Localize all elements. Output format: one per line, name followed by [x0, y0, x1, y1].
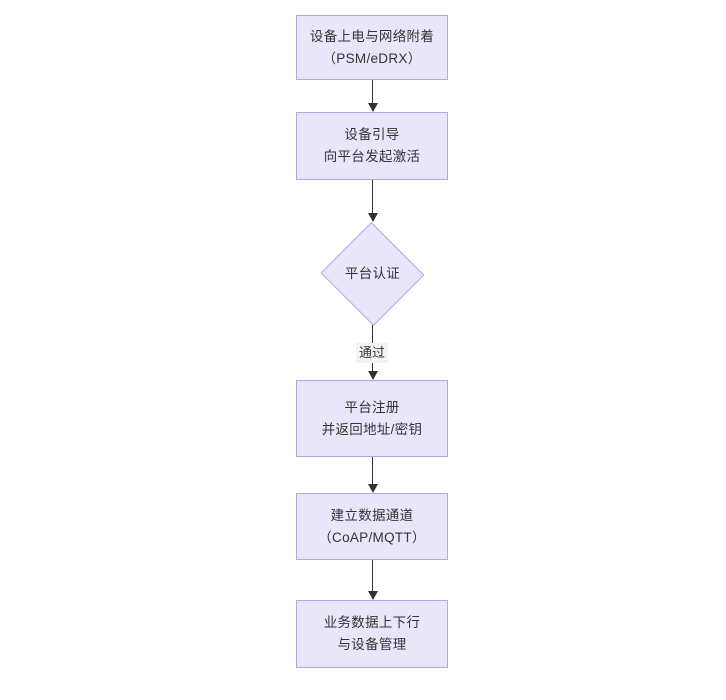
edge-line	[372, 457, 373, 484]
node-text-line: 与设备管理	[337, 637, 407, 652]
node-business-data-management[interactable]: 业务数据上下行 与设备管理	[296, 600, 448, 668]
node-platform-registration[interactable]: 平台注册 并返回地址/密钥	[296, 380, 448, 457]
arrowhead-icon	[368, 213, 378, 222]
node-text-line: 并返回地址/密钥	[321, 421, 423, 437]
node-data-channel[interactable]: 建立数据通道 （CoAP/MQTT）	[296, 493, 448, 560]
node-device-power-on[interactable]: 设备上电与网络附着 （PSM/eDRX）	[296, 15, 448, 80]
arrowhead-icon	[368, 371, 378, 380]
node-text-line: 设备上电与网络附着	[309, 28, 435, 44]
node-text-line: 建立数据通道	[330, 507, 414, 523]
node-text-line: （PSM/eDRX）	[322, 50, 422, 66]
edge-label-pass: 通过	[355, 343, 389, 363]
node-platform-authentication[interactable]: 平台认证	[320, 221, 425, 326]
edge-n4-n5	[368, 457, 378, 493]
arrowhead-icon	[368, 591, 378, 600]
edge-n5-n6	[368, 560, 378, 600]
node-text-line: 平台认证	[344, 265, 401, 281]
node-text-line: （CoAP/MQTT）	[318, 529, 426, 545]
edge-line	[372, 80, 373, 103]
edge-line	[372, 560, 373, 591]
node-text-line: 设备引导	[344, 127, 400, 142]
node-device-bootstrap[interactable]: 设备引导 向平台发起激活	[296, 112, 448, 180]
arrowhead-icon	[368, 103, 378, 112]
node-text-line: 向平台发起激活	[323, 149, 421, 164]
edge-n1-n2	[368, 80, 378, 112]
edge-n2-n3	[368, 180, 378, 222]
edge-line	[372, 180, 373, 213]
node-text-line: 业务数据上下行	[323, 615, 421, 630]
node-text-line: 平台注册	[344, 399, 400, 415]
arrowhead-icon	[368, 484, 378, 493]
